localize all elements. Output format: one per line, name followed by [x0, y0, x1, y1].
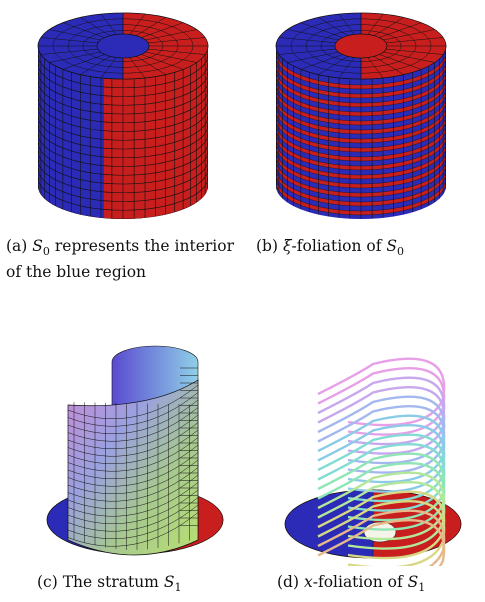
caption-b: (b) ξ-foliation of S0	[256, 237, 405, 259]
caption-c: (c) The stratum S1	[37, 573, 182, 595]
figure-b-foliation	[275, 12, 447, 219]
caption-d: (d) x-foliation of S1	[277, 573, 426, 595]
caption-a: (a) S0 represents the interior of the bl…	[6, 237, 234, 282]
figure-c-stratum	[46, 345, 224, 556]
figure-a-cylinder	[37, 12, 209, 219]
figure-d-foliation	[284, 357, 462, 566]
